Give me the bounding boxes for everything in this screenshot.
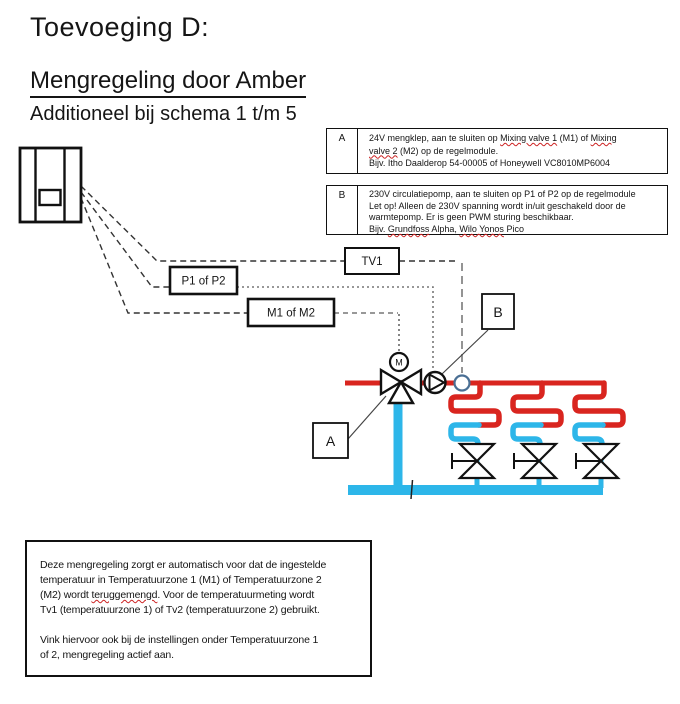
legend-row-text: 230V circulatiepomp, aan te sluiten op P… [358, 186, 667, 234]
text-segment: (M2) wordt [40, 589, 92, 601]
note-box: Deze mengregeling zorgt er automatisch v… [25, 540, 372, 677]
misspelled-word: valve 2 [369, 145, 398, 156]
legend-row-b: B 230V circulatiepomp, aan te sluiten op … [326, 185, 668, 235]
callout-a-box: A [312, 422, 349, 459]
callout-b-box: B [481, 293, 515, 330]
text-segment: Pico [503, 223, 524, 234]
svg-text:A: A [326, 433, 336, 449]
page-subnote: Additioneel bij schema 1 t/m 5 [30, 103, 297, 125]
text-segment: 24V mengklep, aan te sluiten op [369, 133, 501, 143]
text-segment: Vink hiervoor ook bij de instellingen on… [40, 634, 319, 646]
text-line: of 2, mengregeling actief aan. [40, 648, 360, 663]
legend-row-a: A 24V mengklep, aan te sluiten op Mixing … [326, 128, 668, 174]
coil-1-supply [448, 380, 502, 428]
header-tick-mark [410, 479, 414, 500]
callout-b-line [441, 329, 489, 375]
coil-2-supply [510, 380, 564, 428]
circulation-pump [423, 370, 447, 395]
schematic-diagram: M TV1 P1 of P2 M1 [18, 146, 626, 500]
wire-pump [80, 191, 170, 288]
misspelled-word: Mixing valve 1 [500, 133, 558, 143]
text-segment: Deze mengregeling zorgt er automatisch v… [40, 559, 327, 571]
text-segment: warmtepomp. Er is geen PWM sturing besch… [369, 212, 574, 223]
balancing-valve-3 [575, 442, 621, 480]
text-segment: Bijv. Itho Daalderop 54-00005 of Honeywe… [369, 158, 610, 168]
text-segment: (M1) of [557, 133, 591, 143]
mixing-valve [379, 351, 423, 405]
text-line: Bijv. Grundfoss Alpha, Wilo Yonos Pico [369, 224, 661, 236]
misspelled-word: teruggemengd [91, 589, 158, 601]
svg-text:M1 of M2: M1 of M2 [267, 308, 315, 320]
coil-2-return [510, 422, 544, 450]
actuator-circle [388, 351, 410, 373]
diagram-label-boxes: TV1 P1 of P2 M1 of M2 B A [168, 247, 515, 459]
text-line: Let op! Alleen de 230V spanning wordt in… [369, 201, 661, 213]
text-line: valve 2 (M2) op de regelmodule. [369, 145, 661, 158]
misspelled-word: Mixing [590, 133, 617, 143]
svg-text:B: B [493, 304, 502, 320]
wire-pump-dotted [237, 286, 434, 370]
legend-row-text: 24V mengklep, aan te sluiten op Mixing v… [358, 129, 667, 173]
text-segment: 230V circulatiepomp, aan te sluiten op P… [369, 189, 636, 199]
misspelled-word: Wilo Yonos [459, 223, 504, 234]
label-m1-m2: M1 of M2 [246, 297, 336, 328]
text-line: Bijv. Itho Daalderop 54-00005 of Honeywe… [369, 157, 661, 170]
misspelled-word: Grundfoss [387, 223, 430, 234]
note-paragraph: Deze mengregeling zorgt er automatisch v… [40, 558, 360, 618]
pump-arrow-icon [428, 372, 447, 393]
text-segment: Let op! Alleen de 230V spanning wordt in… [369, 200, 626, 211]
coil-3-return [572, 422, 606, 450]
balancing-valve-1 [451, 442, 497, 480]
text-segment: Alpha, [429, 223, 460, 234]
text-line: 230V circulatiepomp, aan te sluiten op P… [369, 189, 661, 201]
text-line: Deze mengregeling zorgt er automatisch v… [40, 558, 360, 573]
title-block: Toevoeging D: Mengregeling door Amber Ad… [30, 12, 307, 126]
svg-text:TV1: TV1 [361, 256, 382, 268]
coil-1-return [448, 422, 482, 450]
label-p1-p2: P1 of P2 [168, 265, 239, 296]
text-line: Vink hiervoor ook bij de instellingen on… [40, 633, 360, 648]
text-line: (M2) wordt teruggemengd. Voor de tempera… [40, 588, 360, 603]
heat-pump-unit [18, 146, 83, 224]
text-segment: Tv1 (temperatuurzone 1) of Tv2 (temperat… [40, 604, 320, 616]
coil-3-supply [572, 380, 626, 428]
temp-sensor [453, 374, 471, 392]
text-line: temperatuur in Temperatuurzone 1 (M1) of… [40, 573, 360, 588]
wire-valve [80, 197, 248, 314]
heat-pump-display [38, 188, 62, 207]
text-segment: of 2, mengregeling actief aan. [40, 649, 174, 661]
text-segment: . Voor de temperatuurmeting wordt [157, 589, 315, 601]
text-segment: (M2) op de regelmodule. [397, 145, 499, 156]
text-segment: Bijv. [369, 223, 388, 234]
text-line: Tv1 (temperatuurzone 1) of Tv2 (temperat… [40, 603, 360, 618]
floor-heating-coils [448, 380, 626, 450]
wire-tv1 [80, 185, 345, 262]
balancing-valve-2 [513, 442, 559, 480]
label-tv1: TV1 [344, 247, 400, 275]
legend-row-key: B [327, 186, 358, 234]
text-line: 24V mengklep, aan te sluiten op Mixing v… [369, 132, 661, 145]
page-title: Toevoeging D: [30, 12, 210, 42]
svg-text:P1 of P2: P1 of P2 [181, 276, 225, 288]
page-subtitle: Mengregeling door Amber [30, 67, 307, 98]
control-wires [80, 185, 456, 314]
actuator-label: M [395, 358, 403, 368]
callout-a-line [347, 395, 387, 440]
text-segment: temperatuur in Temperatuurzone 1 (M1) of… [40, 574, 322, 586]
balancing-valves [451, 442, 621, 480]
legend-row-key: A [327, 129, 358, 173]
note-paragraph: Vink hiervoor ook bij de instellingen on… [40, 633, 360, 663]
text-line: warmtepomp. Er is geen PWM sturing besch… [369, 212, 661, 224]
